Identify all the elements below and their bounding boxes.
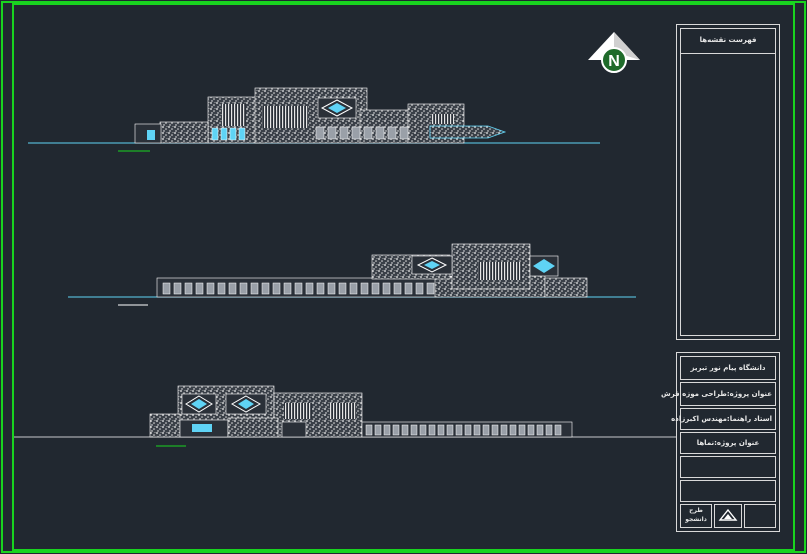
window xyxy=(536,424,544,436)
tb-project: عنوان پروژه:طراحی موزه فرش xyxy=(661,390,772,398)
window xyxy=(229,127,237,141)
window xyxy=(375,126,385,140)
window xyxy=(239,282,248,295)
window xyxy=(305,282,314,295)
window xyxy=(261,282,270,295)
tb-row-1 xyxy=(680,356,776,380)
window xyxy=(428,424,436,436)
window xyxy=(482,424,490,436)
tb-footer-sub: دانشجو xyxy=(685,516,707,523)
north-arrow-icon: N xyxy=(588,32,640,73)
title-block xyxy=(676,352,780,532)
elevation-2 xyxy=(68,243,636,306)
drawing-list-inner xyxy=(680,28,776,336)
window xyxy=(419,424,427,436)
drawing-list-header-box xyxy=(680,28,776,54)
window xyxy=(184,282,193,295)
window xyxy=(339,126,349,140)
window xyxy=(399,126,409,140)
north-letter: N xyxy=(608,53,620,70)
tb-row-3 xyxy=(680,408,776,430)
window xyxy=(316,282,325,295)
window xyxy=(338,282,347,295)
drawing-list-header: فهرست نقشه‌ها xyxy=(699,36,757,44)
window xyxy=(272,282,281,295)
window xyxy=(415,282,424,295)
window xyxy=(220,127,228,141)
window xyxy=(327,282,336,295)
window xyxy=(383,424,391,436)
tb-row-2 xyxy=(680,382,776,406)
window xyxy=(545,424,553,436)
window xyxy=(283,282,292,295)
window xyxy=(238,127,246,141)
window xyxy=(173,282,182,295)
window xyxy=(404,282,413,295)
window xyxy=(382,282,391,295)
window xyxy=(387,126,397,140)
window xyxy=(393,282,402,295)
tb-footer-label: طرح xyxy=(689,507,703,514)
window xyxy=(509,424,517,436)
tb-row-5 xyxy=(680,456,776,478)
tb-row-6 xyxy=(680,480,776,502)
window xyxy=(446,424,454,436)
inner-frame xyxy=(12,3,795,551)
window xyxy=(228,282,237,295)
window xyxy=(410,424,418,436)
window xyxy=(455,424,463,436)
tb-row-4 xyxy=(680,432,776,454)
window xyxy=(363,126,373,140)
window xyxy=(401,424,409,436)
drawing-list-panel xyxy=(676,24,780,340)
window xyxy=(371,282,380,295)
window xyxy=(426,282,435,295)
window xyxy=(360,282,369,295)
window xyxy=(392,424,400,436)
window xyxy=(464,424,472,436)
window xyxy=(250,282,259,295)
tb-university: دانشگاه پیام نور تبریز xyxy=(690,364,766,372)
tb-footer-left xyxy=(680,504,712,528)
tb-sheet-title: عنوان پروژه:نماها xyxy=(696,439,760,447)
window xyxy=(527,424,535,436)
window xyxy=(195,282,204,295)
window xyxy=(365,424,373,436)
window xyxy=(473,424,481,436)
window xyxy=(518,424,526,436)
window xyxy=(217,282,226,295)
tb-supervisor: استاد راهنما:مهندس اکبرزاده xyxy=(671,415,772,423)
window xyxy=(327,126,337,140)
window xyxy=(162,282,171,295)
window xyxy=(294,282,303,295)
elevation-1 xyxy=(28,87,600,152)
window xyxy=(437,424,445,436)
window xyxy=(349,282,358,295)
window xyxy=(351,126,361,140)
window xyxy=(374,424,382,436)
window xyxy=(211,127,219,141)
window xyxy=(206,282,215,295)
window xyxy=(500,424,508,436)
tb-footer-logo-box xyxy=(714,504,742,528)
window xyxy=(554,424,562,436)
window xyxy=(315,126,325,140)
tb-footer-right xyxy=(744,504,776,528)
elevation-3 xyxy=(14,385,676,447)
window xyxy=(491,424,499,436)
